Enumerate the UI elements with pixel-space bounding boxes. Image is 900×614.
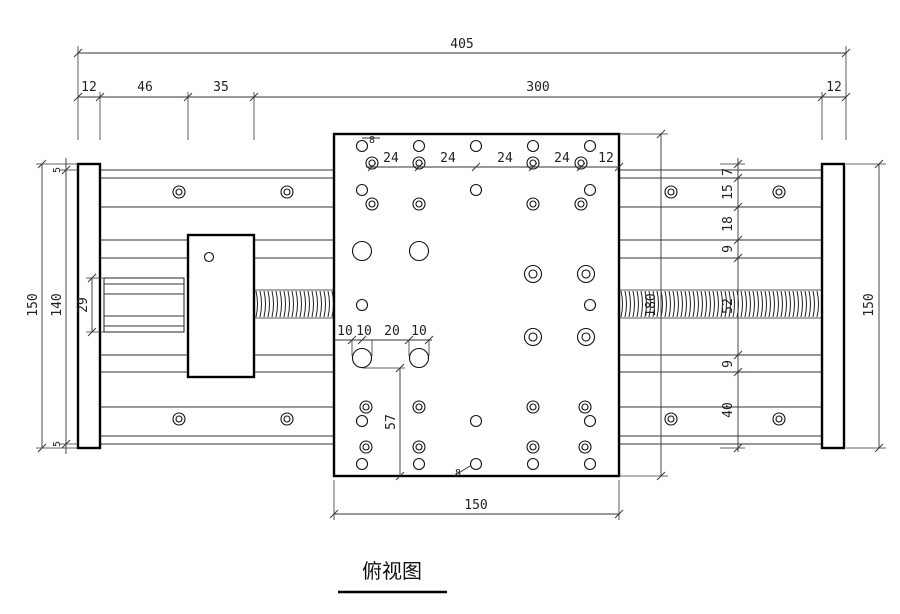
dim-57: 57 [384, 414, 399, 430]
dim-40: 40 [721, 402, 736, 418]
carriage-holes [351, 139, 597, 471]
rail-holes [172, 185, 786, 426]
dim-corner-bottom: 8 [455, 468, 461, 479]
dim-5-top: 5 [52, 167, 63, 173]
dim-12-right: 12 [826, 80, 842, 95]
dim-46: 46 [137, 80, 153, 95]
dim-12-left: 12 [81, 80, 97, 95]
view-caption: 俯视图 [362, 559, 422, 583]
dim-10-b: 10 [356, 324, 372, 339]
dim-15: 15 [721, 184, 736, 200]
left-dimensions [36, 158, 104, 454]
motor-coupler [103, 277, 185, 333]
right-end-dimension [846, 159, 886, 453]
top-dimensions [73, 46, 851, 140]
dim-29: 29 [76, 297, 91, 313]
right-end-block [820, 162, 846, 450]
dim-24-b: 24 [440, 151, 456, 166]
dim-24-d: 24 [554, 151, 570, 166]
dim-12-edge: 12 [598, 151, 614, 166]
left-end-block [76, 162, 102, 450]
dim-300: 300 [526, 80, 549, 95]
carriage-lower-dimensions [334, 335, 471, 481]
dim-52: 52 [721, 298, 736, 314]
dim-9-top: 9 [721, 245, 736, 253]
dim-9-bottom: 9 [721, 360, 736, 368]
dim-10-c: 10 [411, 324, 427, 339]
dim-24-a: 24 [383, 151, 399, 166]
dim-35: 35 [213, 80, 229, 95]
carriage-right-dimensions [619, 129, 745, 481]
dim-150-right: 150 [862, 293, 877, 316]
dim-corner-top: 8 [369, 135, 375, 146]
ball-screw [253, 289, 823, 319]
bottom-dimension [329, 480, 624, 520]
dim-24-c: 24 [497, 151, 513, 166]
dim-150-left: 150 [26, 293, 41, 316]
slider-hole [203, 251, 215, 263]
dim-5-bottom: 5 [52, 441, 63, 447]
dim-10-a: 10 [337, 324, 353, 339]
slider-block [186, 233, 256, 379]
dim-150-bottom: 150 [464, 498, 487, 513]
dim-7: 7 [721, 168, 736, 176]
dim-18: 18 [721, 216, 736, 232]
dim-180: 180 [644, 293, 659, 316]
carriage-pitch-dimensions [362, 137, 624, 172]
dim-405: 405 [450, 37, 473, 52]
dim-20: 20 [384, 324, 400, 339]
dim-140: 140 [50, 293, 65, 316]
